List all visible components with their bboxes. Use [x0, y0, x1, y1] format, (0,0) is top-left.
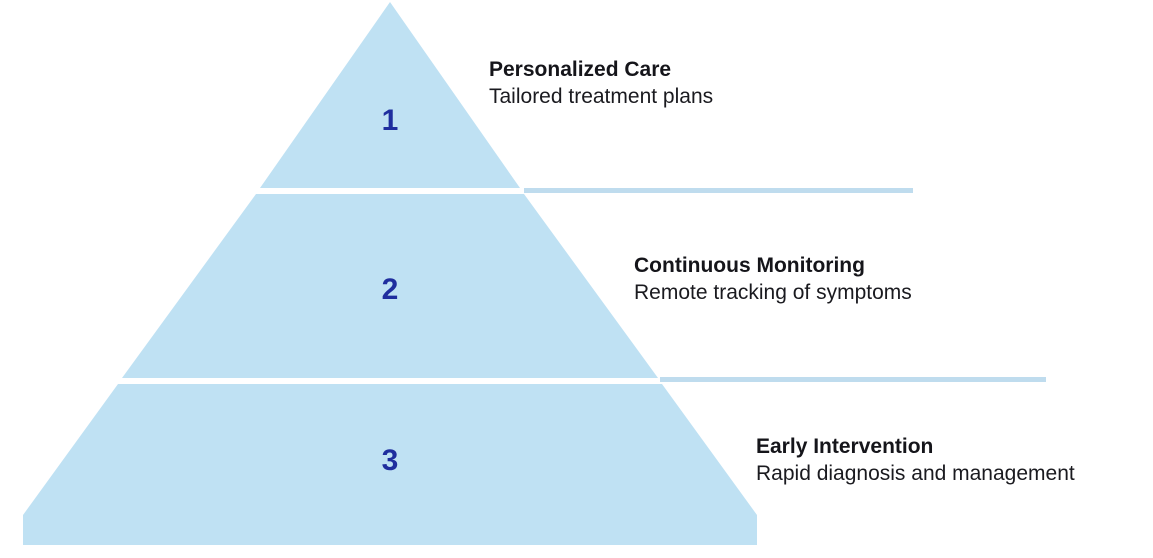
tier-label-1-title: Personalized Care: [489, 58, 672, 81]
tier-number-1: 1: [381, 104, 399, 137]
tier-label-1[interactable]: Personalized Care Tailored treatment pla…: [489, 57, 713, 110]
tier-number-3: 3: [381, 444, 399, 477]
tier-number-2: 2: [381, 273, 399, 306]
tier-label-2-title: Continuous Monitoring: [634, 254, 865, 277]
tier-label-3[interactable]: Early Intervention Rapid diagnosis and m…: [756, 434, 1075, 487]
tier-label-3-subtitle: Rapid diagnosis and management: [756, 462, 1075, 485]
pyramid-tier-3-shape[interactable]: [23, 384, 757, 515]
connector-line-tier-1: [524, 188, 913, 193]
tier-label-1-subtitle: Tailored treatment plans: [489, 85, 714, 108]
pyramid-tier-1-shape[interactable]: [260, 2, 520, 188]
pyramid-tier-2-shape[interactable]: [122, 194, 658, 378]
pyramid-tier-3-shape-extension: [23, 515, 757, 545]
connector-line-tier-2: [660, 377, 1046, 382]
tier-label-3-title: Early Intervention: [756, 435, 934, 458]
tier-label-2-subtitle: Remote tracking of symptoms: [634, 281, 912, 304]
tier-label-2[interactable]: Continuous Monitoring Remote tracking of…: [634, 253, 912, 306]
